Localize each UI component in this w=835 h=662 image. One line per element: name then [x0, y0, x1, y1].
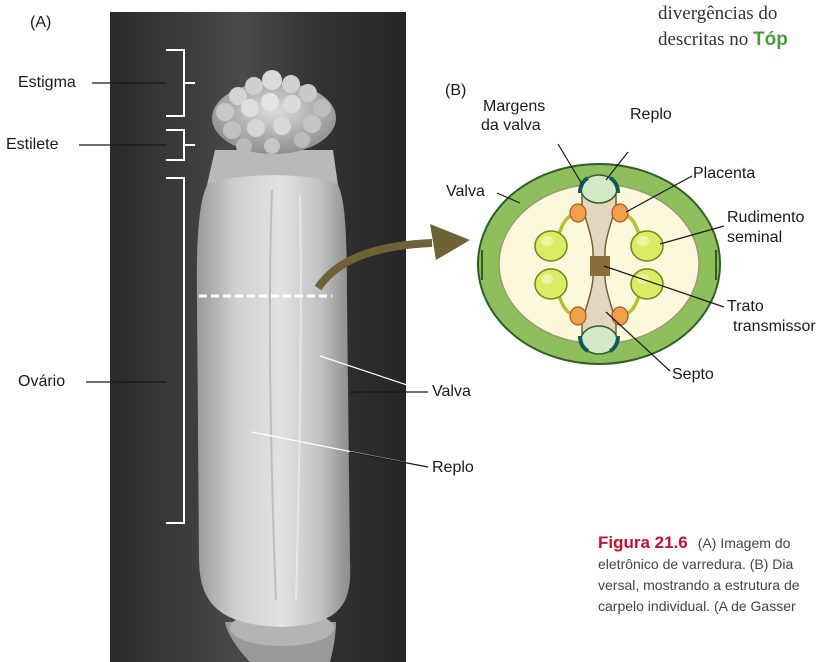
topic-link[interactable]: Tóp	[753, 29, 788, 50]
label-margens-line1: Margens	[483, 98, 545, 116]
label-rudimento-line1: Rudimento	[727, 209, 804, 227]
label-margens-line2: da valva	[481, 117, 541, 135]
label-trato-line1: Trato	[727, 298, 764, 316]
label-rudimento-line2: seminal	[727, 229, 782, 247]
figure-caption: Figura 21.6 (A) Imagem do eletrônico de v…	[598, 532, 835, 617]
label-septo: Septo	[672, 366, 714, 384]
label-replo-b: Replo	[630, 106, 672, 124]
label-placenta: Placenta	[693, 165, 755, 183]
caption-line2: eletrônico de varredura. (B) Dia	[598, 554, 835, 575]
caption-line4: carpelo individual. (A de Gasser	[598, 596, 835, 617]
caption-line1: (A) Imagem do	[698, 535, 791, 551]
label-trato-line2: transmissor	[733, 318, 816, 336]
label-valva-b: Valva	[446, 183, 485, 201]
caption-line3: versal, mostrando a estrutura de	[598, 575, 835, 596]
body-text-line1: divergências do	[658, 1, 777, 26]
figure-label: Figura 21.6	[598, 533, 688, 552]
body-text-line2: descritas no Tóp	[658, 27, 788, 52]
transmitting-tract	[590, 256, 610, 276]
